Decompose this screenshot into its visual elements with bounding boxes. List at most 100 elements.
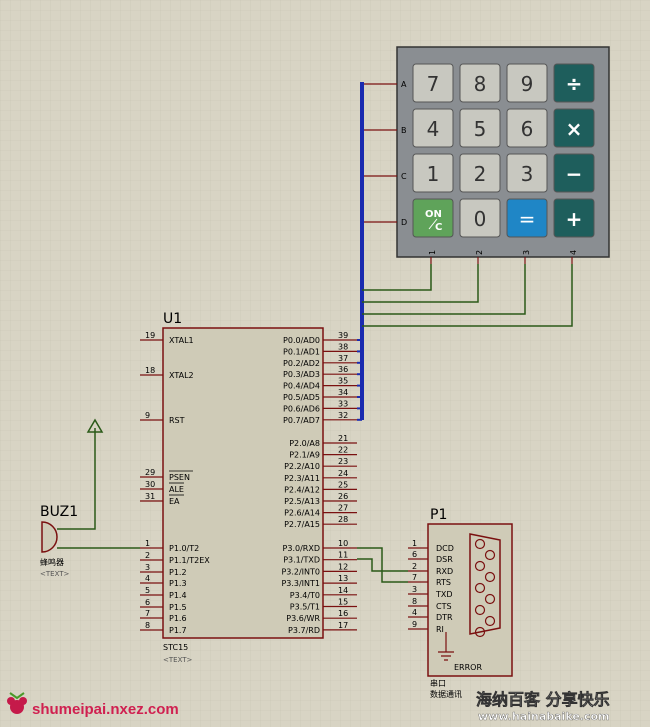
watermark-site: shumeipai.nxez.com [32, 701, 179, 718]
db9-contact [474, 582, 486, 594]
power-arrow-icon [86, 418, 104, 433]
keypad-key[interactable]: − [553, 153, 595, 193]
pin-number: 4 [412, 608, 417, 617]
mcu-left-pin: 6P1.5 [140, 598, 187, 612]
bus-wires [362, 264, 573, 327]
pin-name: P3.3/INT1 [281, 579, 320, 588]
raspberry-watermark: shumeipai.nxez.com [7, 692, 179, 718]
pin-number: 1 [145, 539, 150, 548]
keypad-key[interactable]: 2 [459, 153, 501, 193]
watermark-url: www.hainabaike.com [478, 710, 610, 723]
keypad-key[interactable]: ÷ [553, 63, 595, 103]
pin-name: P2.5/A13 [284, 497, 320, 506]
pin-number: 33 [338, 399, 348, 408]
pin-number: 6 [412, 550, 417, 559]
buzzer-symbol [41, 521, 58, 553]
pin-number: 24 [338, 469, 348, 478]
mcu-left-pin: 2P1.1/T2EX [140, 551, 210, 565]
pin-name: DCD [436, 544, 454, 553]
pin-name: CTS [436, 602, 452, 611]
keypad-key[interactable]: 8 [459, 63, 501, 103]
pin-name: P1.0/T2 [169, 544, 199, 553]
keypad-key[interactable]: 4 [412, 108, 454, 148]
keypad-key[interactable]: 5 [459, 108, 501, 148]
pin-name: P0.2/AD2 [283, 359, 320, 368]
pin-number: 38 [338, 342, 348, 351]
pin-name: P3.7/RD [288, 626, 320, 635]
pin-name: P2.1/A9 [289, 451, 320, 460]
keypad-col-wire [362, 264, 526, 315]
mcu-component[interactable]: U1 19XTAL118XTAL29RST29PSEN30ALE31EA1P1.… [140, 311, 362, 664]
pin-number: 28 [338, 515, 348, 524]
txd-wire [357, 558, 408, 572]
pin-name: P3.4/T0 [290, 591, 320, 600]
mcu-left-pin: 1P1.0/T2 [140, 539, 199, 553]
mcu-part: STC15 [163, 643, 188, 652]
pin-number: 3 [145, 563, 150, 572]
pin-number: 37 [338, 354, 348, 363]
pin-name: P1.3 [169, 579, 187, 588]
keypad-key[interactable]: × [553, 108, 595, 148]
buzzer-component[interactable]: BUZ1 蜂鸣器 <TEXT> [40, 504, 78, 578]
keypad-row-label: D [401, 218, 407, 227]
keypad-key[interactable]: 6 [506, 108, 548, 148]
connector-status: ERROR [454, 663, 482, 672]
keypad-col-label: 2 [475, 250, 484, 255]
keypad-key[interactable]: ONC [412, 198, 454, 238]
pin-name: XTAL2 [169, 371, 194, 380]
ground-icon [438, 651, 454, 661]
connector-label-2: 数据通讯 [430, 689, 462, 699]
pin-name: RTS [436, 578, 451, 587]
pin-name: P3.1/TXD [283, 556, 320, 565]
pin-name: P2.0/A8 [289, 439, 320, 448]
pin-number: 22 [338, 446, 348, 455]
keypad-key[interactable]: 3 [506, 153, 548, 193]
keypad-key[interactable]: 7 [412, 63, 454, 103]
db9-contact [474, 560, 486, 572]
buzzer-label: 蜂鸣器 [40, 557, 64, 567]
pin-name: RI [436, 625, 444, 634]
mcu-ref: U1 [163, 311, 182, 327]
pin-number: 18 [145, 366, 155, 375]
buzzer-power-wire [57, 428, 96, 530]
pin-name: TXD [435, 590, 453, 599]
keypad-key[interactable]: 1 [412, 153, 454, 193]
key-label: 7 [427, 72, 440, 96]
pin-number: 1 [412, 539, 417, 548]
keypad-key[interactable]: = [506, 198, 548, 238]
key-label: 2 [474, 162, 487, 186]
pin-name: ALE [169, 485, 184, 494]
db9-contact [474, 538, 486, 550]
keypad-key[interactable]: 0 [459, 198, 501, 238]
keypad-key[interactable]: + [553, 198, 595, 238]
pin-number: 36 [338, 365, 348, 374]
pin-name: P3.6/WR [286, 614, 320, 623]
pin-name: P1.2 [169, 568, 187, 577]
pin-name: P0.1/AD1 [283, 347, 320, 356]
connector-contacts [474, 538, 496, 638]
pin-number: 8 [412, 597, 417, 606]
pin-number: 3 [412, 585, 417, 594]
keypad-col-wire [362, 264, 479, 303]
pin-number: 10 [338, 539, 348, 548]
pin-number: 8 [145, 621, 150, 630]
key-on-label: ON [425, 209, 442, 220]
pin-number: 31 [145, 492, 155, 501]
keypad-key[interactable]: 9 [506, 63, 548, 103]
pin-name: P2.7/A15 [284, 520, 320, 529]
